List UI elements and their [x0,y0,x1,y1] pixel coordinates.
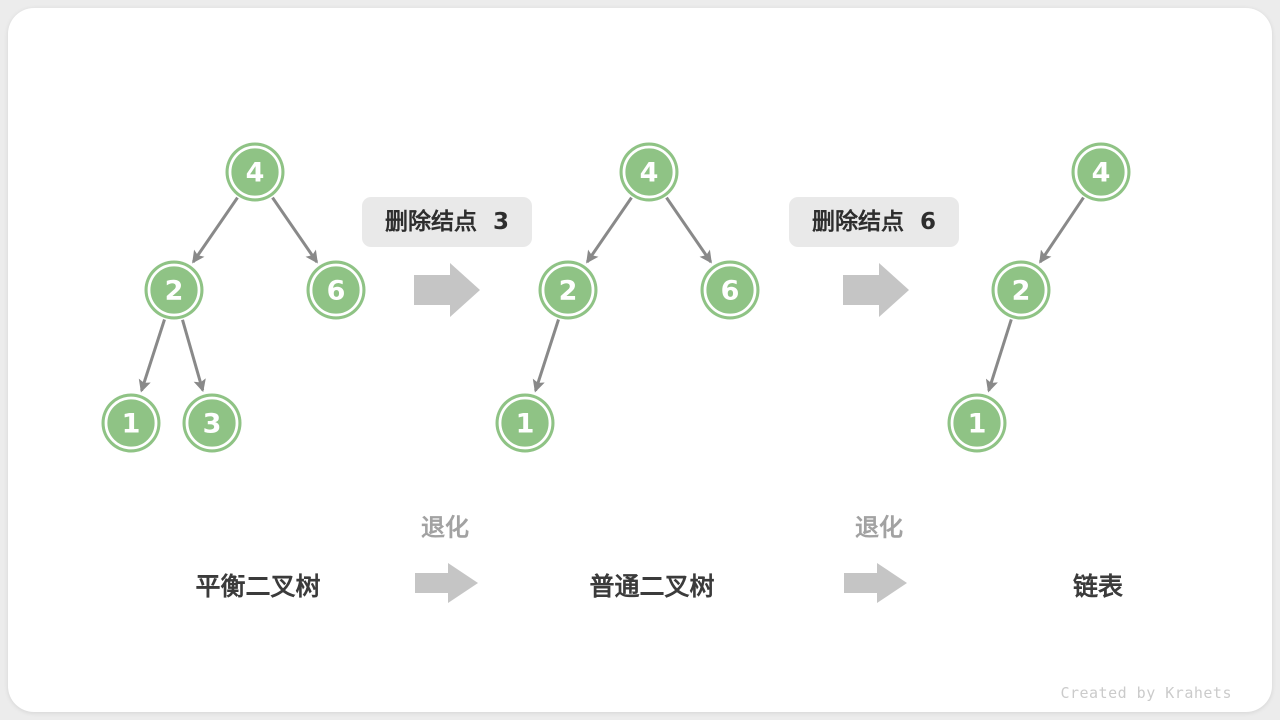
node-inner-ring [994,263,1048,317]
edge-2-to-3 [181,319,206,393]
edge-2-to-1 [985,318,1013,393]
node-circle [1071,142,1131,202]
tree-node-1: 1 [947,393,1007,453]
transition-arrow-icon [414,263,480,317]
tree-node-1: 1 [101,393,161,453]
node-circle [947,393,1007,453]
tree-node-4: 4 [619,142,679,202]
delete-node-3-label: 删除结点 3 [362,197,532,247]
tree-node-4: 4 [1071,142,1131,202]
node-circle [495,393,555,453]
transition-arrow-icon [843,263,909,317]
degrade-label-2: 退化 [855,513,903,542]
node-circle [306,260,366,320]
tree-linked-list: 4 2 1 [947,142,1131,453]
node-value: 2 [559,275,578,306]
node-circle [225,142,285,202]
node-value: 3 [203,408,222,439]
node-circle [144,260,204,320]
tree-node-6: 6 [700,260,760,320]
node-circle [700,260,760,320]
edge-4-to-2 [1038,196,1085,264]
tree-node-2: 2 [144,260,204,320]
node-inner-ring [703,263,757,317]
credit-text: Created by Krahets [1060,684,1232,702]
tree-node-6: 6 [306,260,366,320]
node-circle [991,260,1051,320]
edge-4-to-6 [271,196,319,264]
tree-balanced: 4 2 6 1 [101,142,366,453]
caption-balanced-binary-tree: 平衡二叉树 [195,572,321,601]
tree-node-2: 2 [991,260,1051,320]
node-value: 1 [968,408,987,439]
node-inner-ring [622,145,676,199]
edge-2-to-1 [532,319,560,393]
node-value: 6 [721,275,740,306]
tree-node-2: 2 [538,260,598,320]
node-inner-ring [1074,145,1128,199]
node-value: 4 [640,157,659,188]
node-inner-ring [228,145,282,199]
caption-ordinary-binary-tree: 普通二叉树 [589,572,715,601]
degrade-arrow-icon [844,563,907,603]
edge-4-to-2 [585,196,633,264]
node-value: 6 [327,275,346,306]
tree-node-1: 1 [495,393,555,453]
node-value: 2 [1012,275,1031,306]
node-inner-ring [147,263,201,317]
degrade-arrow-icon [415,563,478,603]
degrade-label-1: 退化 [421,513,469,542]
edge-4-to-6 [665,196,713,264]
node-circle [101,393,161,453]
node-value: 1 [122,408,141,439]
node-value: 4 [1092,157,1111,188]
node-circle [619,142,679,202]
tree-ordinary: 4 2 6 1 [495,142,760,453]
node-value: 4 [246,157,265,188]
node-inner-ring [950,396,1004,450]
node-circle [538,260,598,320]
tree-node-4: 4 [225,142,285,202]
tree-diagram-svg: 4 2 6 1 [101,142,1131,603]
diagram-card: 4 2 6 1 [8,8,1272,712]
node-inner-ring [185,396,239,450]
node-inner-ring [309,263,363,317]
node-value: 2 [165,275,184,306]
edge-2-to-1 [138,319,166,393]
edge-4-to-2 [191,196,239,264]
delete-node-6-label: 删除结点 6 [789,197,959,247]
node-value: 1 [516,408,535,439]
node-inner-ring [498,396,552,450]
tree-node-3: 3 [182,393,242,453]
node-inner-ring [104,396,158,450]
node-circle [182,393,242,453]
node-inner-ring [541,263,595,317]
caption-linked-list: 链表 [1072,572,1124,601]
